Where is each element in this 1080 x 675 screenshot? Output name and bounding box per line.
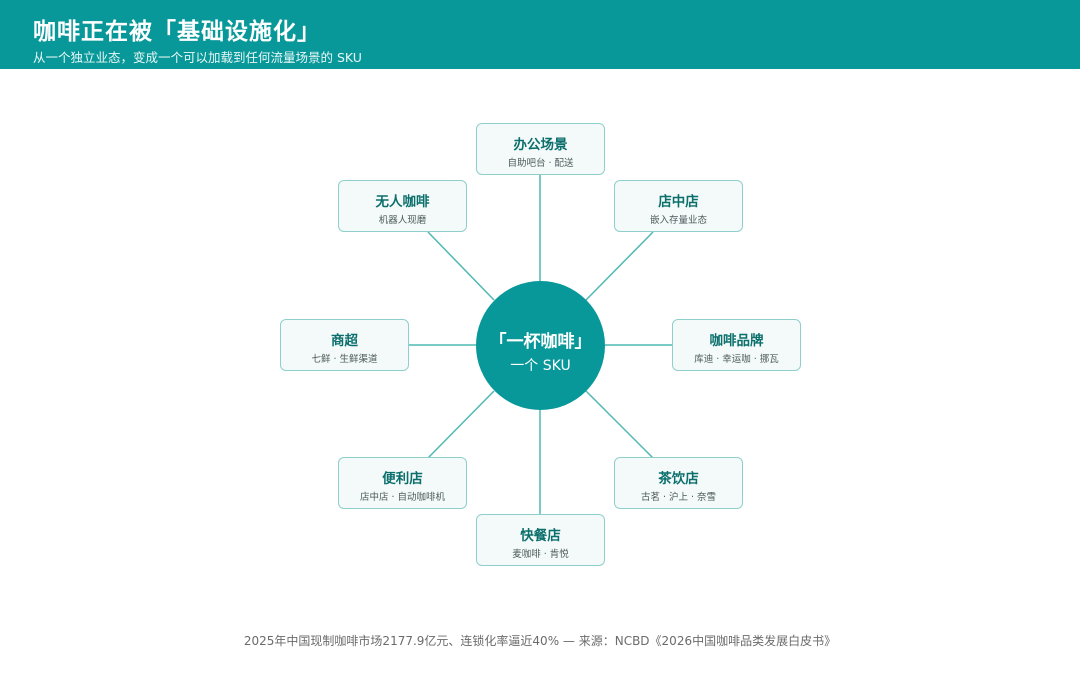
node-store-in-store: 店中店 嵌入存量业态 [614, 180, 743, 232]
node-coffee-brand: 咖啡品牌 库迪 · 幸运咖 · 挪瓦 [672, 319, 801, 371]
header-banner: 咖啡正在被「基础设施化」 从一个独立业态，变成一个可以加载到任何流量场景的 SK… [0, 0, 1080, 69]
connector-store-in-store [585, 231, 654, 301]
node-subtitle: 自助吧台 · 配送 [507, 158, 574, 169]
center-title: 「一杯咖啡」 [489, 332, 592, 352]
node-title: 办公场景 [513, 137, 568, 153]
node-office: 办公场景 自助吧台 · 配送 [476, 123, 605, 175]
page-subtitle: 从一个独立业态，变成一个可以加载到任何流量场景的 SKU [33, 50, 362, 65]
node-subtitle: 店中店 · 自动咖啡机 [359, 492, 446, 503]
center-node: 「一杯咖啡」 一个 SKU [476, 281, 605, 410]
node-tea-shop: 茶饮店 古茗 · 沪上 · 奈雪 [614, 457, 743, 509]
node-fast-food: 快餐店 麦咖啡 · 肯悦 [476, 514, 605, 566]
node-subtitle: 古茗 · 沪上 · 奈雪 [640, 492, 717, 503]
node-title: 咖啡品牌 [709, 333, 764, 349]
node-subtitle: 七鲜 · 生鲜渠道 [311, 354, 378, 365]
node-unmanned-coffee: 无人咖啡 机器人现磨 [338, 180, 467, 232]
node-title: 店中店 [658, 194, 699, 210]
node-subtitle: 嵌入存量业态 [649, 215, 707, 226]
node-convenience-store: 便利店 店中店 · 自动咖啡机 [338, 457, 467, 509]
node-title: 茶饮店 [658, 471, 699, 487]
node-supermarket: 商超 七鲜 · 生鲜渠道 [280, 319, 409, 371]
connector-tea-shop [585, 390, 654, 459]
node-subtitle: 机器人现磨 [378, 215, 427, 226]
connector-unmanned-coffee [427, 231, 495, 301]
node-subtitle: 麦咖啡 · 肯悦 [512, 549, 569, 560]
node-title: 便利店 [382, 471, 423, 487]
node-title: 商超 [331, 333, 358, 349]
center-subtitle: 一个 SKU [510, 358, 571, 374]
node-subtitle: 库迪 · 幸运咖 · 挪瓦 [694, 354, 779, 365]
node-title: 无人咖啡 [375, 194, 430, 210]
connector-convenience-store [427, 390, 495, 459]
node-title: 快餐店 [520, 528, 561, 544]
page-title: 咖啡正在被「基础设施化」 [33, 19, 321, 45]
source-footnote: 2025年中国现制咖啡市场2177.9亿元、连锁化率逼近40% — 来源：NCB… [243, 634, 837, 648]
